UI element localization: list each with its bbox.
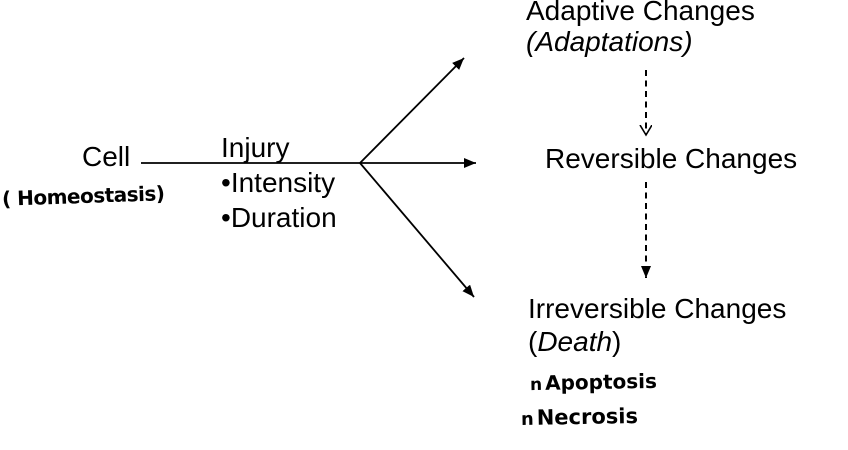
handwritten-bullet-marker: n: [520, 408, 534, 431]
injury-bullet-intensity: •Intensity: [221, 165, 337, 200]
irreversible-changes-node: Irreversible Changes (Death): [528, 292, 786, 358]
death-word: Death: [537, 326, 613, 357]
handwritten-bullet-marker: n: [529, 374, 543, 396]
adaptive-changes-subtitle: (Adaptations): [526, 26, 693, 57]
injury-bullet-duration-text: Duration: [230, 202, 337, 233]
reversible-changes-node: Reversible Changes: [545, 143, 798, 174]
bullet-dot: •: [221, 167, 231, 198]
injury-label-block: Injury •Intensity •Duration: [221, 130, 337, 235]
injury-title: Injury: [221, 132, 290, 163]
paren-close: ): [612, 326, 622, 357]
irreversible-changes-subtitle: (Death): [528, 325, 786, 358]
injury-bullet-duration: •Duration: [221, 200, 337, 235]
adaptive-changes-node: Adaptive Changes (Adaptations): [526, 0, 755, 57]
paren-open: (: [528, 326, 538, 357]
injury-bullet-intensity-text: Intensity: [230, 167, 336, 198]
arrow-branch-to-adaptive: [359, 57, 465, 164]
apoptosis-text: Apoptosis: [544, 368, 658, 395]
arrow-branch-to-irreversible: [359, 162, 475, 298]
necrosis-text: Necrosis: [536, 403, 639, 430]
adaptive-changes-title: Adaptive Changes: [526, 0, 755, 26]
irreversible-changes-title: Irreversible Changes: [528, 293, 787, 324]
cell-node-label: Cell: [82, 141, 131, 172]
bullet-dot: •: [221, 202, 231, 233]
